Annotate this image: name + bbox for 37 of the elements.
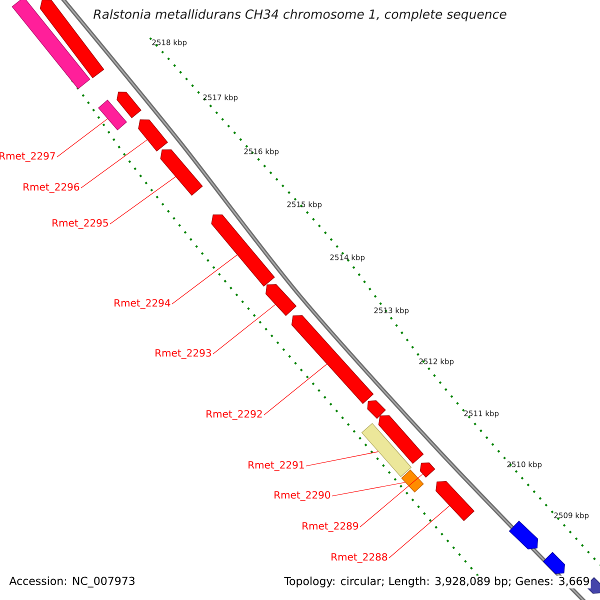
gene-block (508, 520, 538, 550)
gene-block (420, 462, 436, 478)
leader-line (360, 474, 423, 528)
gene-block (378, 415, 424, 464)
leader-line (172, 254, 238, 304)
gene-block (211, 214, 275, 287)
gene-label: Rmet_2296 (24, 183, 80, 193)
gene-label: Rmet_2297 (0, 152, 55, 162)
gene-block (266, 284, 297, 316)
gene-label: Rmet_2292 (206, 410, 262, 420)
gene-block (160, 149, 203, 196)
gene-bar (98, 100, 127, 130)
gene-block (116, 92, 142, 118)
footer-text: Accession: NC_007973 (9, 576, 134, 588)
gene-label: Rmet_2289 (302, 522, 358, 532)
leader-line (110, 176, 176, 224)
title: Ralstonia metallidurans CH34 chromosome 1, complete sequence (92, 8, 508, 22)
gene-label: Rmet_2294 (114, 299, 170, 309)
gene-bar (401, 470, 424, 492)
gene-block (367, 400, 386, 419)
gene-block (291, 315, 374, 404)
leader-line (306, 451, 379, 466)
gene-label: Rmet_2290 (274, 491, 330, 501)
gene-label: Rmet_2295 (52, 219, 108, 229)
leader-line (56, 118, 108, 158)
gene-bar (12, 0, 90, 90)
footer-text: Topology: circular; Length: 3,928,089 bp; Genes: 3,669 (283, 576, 591, 588)
gene-label: Rmet_2291 (248, 461, 304, 471)
gene-block (436, 481, 475, 522)
gene-block (138, 119, 168, 152)
leader-line (212, 304, 276, 354)
gene-label: Rmet_2293 (156, 349, 211, 359)
leader-line (264, 364, 328, 416)
leader-line (80, 140, 148, 188)
leader-line (332, 482, 406, 496)
leader-line (388, 505, 450, 558)
gene-label: Rmet_2288 (332, 553, 388, 563)
